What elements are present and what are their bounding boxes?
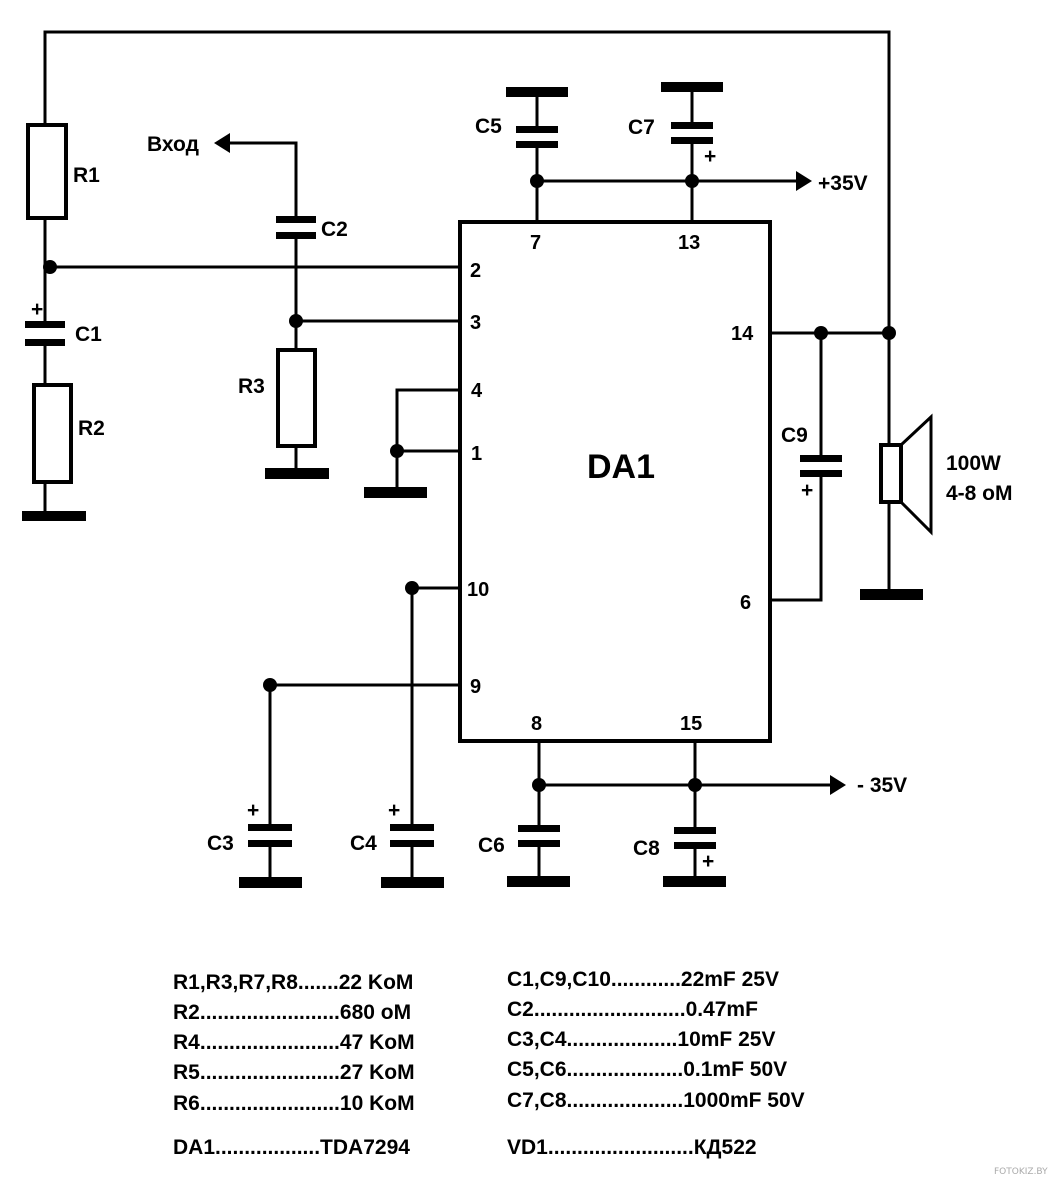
input-arrow <box>214 133 230 153</box>
pin-15: 15 <box>680 713 702 735</box>
speaker-power-label: 100W <box>946 452 1001 475</box>
label-c1: C1 <box>75 323 102 346</box>
pin-3: 3 <box>470 312 481 334</box>
bom-right-row: C2..........................0.47mF <box>507 998 758 1021</box>
capacitor-c2 <box>276 216 316 239</box>
label-c2: C2 <box>321 218 348 241</box>
label-c5: C5 <box>475 115 502 138</box>
bom-right-row: C5,C6....................0.1mF 50V <box>507 1058 787 1081</box>
bom-right-row: VD1.........................КД522 <box>507 1136 757 1159</box>
pin-7: 7 <box>530 232 541 254</box>
bom-left-row: R1,R3,R7,R8.......22 KoM <box>173 971 413 994</box>
bom-left-row: R4........................47 KoM <box>173 1031 415 1054</box>
label-c9: C9 <box>781 424 808 447</box>
input-label: Вход <box>147 133 199 156</box>
bom-left-row: R5........................27 KoM <box>173 1061 415 1084</box>
resistor-r2 <box>32 383 73 484</box>
capacitor-c9 <box>800 455 842 477</box>
junctions <box>43 174 896 792</box>
bom-right-row: C7,C8....................1000mF 50V <box>507 1089 805 1112</box>
parts-list-right: C1,C9,C10............22mF 25V C2........… <box>507 968 805 1159</box>
parts-list-left: R1,R3,R7,R8.......22 KoM R2.............… <box>173 971 415 1159</box>
bom-right-row: C1,C9,C10............22mF 25V <box>507 968 779 991</box>
plus-c1: + <box>31 298 43 321</box>
bom-right-row: C3,C4...................10mF 25V <box>507 1028 775 1051</box>
capacitor-c7 <box>671 122 713 144</box>
label-c3: C3 <box>207 832 234 855</box>
pin-2: 2 <box>470 260 481 282</box>
speaker-impedance-label: 4-8 oM <box>946 482 1013 505</box>
resistor-r1 <box>26 123 68 220</box>
bom-left-row: R2........................680 oM <box>173 1001 411 1024</box>
capacitor-c6 <box>518 825 560 847</box>
pin-8: 8 <box>531 713 542 735</box>
pin-9: 9 <box>470 676 481 698</box>
capacitor-c4 <box>390 824 434 847</box>
plus-c9: + <box>801 479 813 502</box>
label-c4: C4 <box>350 832 377 855</box>
capacitor-c5 <box>516 126 558 148</box>
positive-rail-arrow <box>796 171 812 191</box>
polarity-marks: + + + + + + <box>31 145 813 873</box>
label-r1: R1 <box>73 164 100 187</box>
pin-10: 10 <box>467 579 489 601</box>
pin-13: 13 <box>678 232 700 254</box>
plus-c4: + <box>388 799 400 822</box>
plus-c8: + <box>702 850 714 873</box>
resistor-r3 <box>276 348 317 448</box>
chip-name: DA1 <box>587 448 655 486</box>
pin-14: 14 <box>731 323 754 345</box>
negative-rail-arrow <box>830 775 846 795</box>
chip-body <box>458 220 772 743</box>
ground-symbols <box>22 82 923 888</box>
bom-left-row: R6........................10 KoM <box>173 1092 415 1115</box>
capacitor-c1 <box>25 321 65 346</box>
pin-6: 6 <box>740 592 751 614</box>
component-labels: R1 R2 R3 C1 C2 C3 C4 C5 C6 C7 C8 C9 <box>73 115 808 860</box>
speaker-icon <box>879 413 933 536</box>
positive-rail-label: +35V <box>818 172 868 195</box>
negative-rail-label: - 35V <box>857 774 907 797</box>
bom-left-row: DA1..................TDA7294 <box>173 1136 410 1159</box>
pin-numbers: 2 3 4 1 10 9 7 13 14 6 8 15 <box>467 232 754 735</box>
pin-4: 4 <box>471 380 483 402</box>
capacitor-c8 <box>674 827 716 849</box>
label-c8: C8 <box>633 837 660 860</box>
label-c7: C7 <box>628 116 655 139</box>
watermark: FOTOKIZ.BY <box>994 1167 1048 1177</box>
pin-1: 1 <box>471 443 482 465</box>
plus-c7: + <box>704 145 716 168</box>
label-c6: C6 <box>478 834 505 857</box>
label-r3: R3 <box>238 375 265 398</box>
capacitor-c3 <box>248 824 292 847</box>
plus-c3: + <box>247 799 259 822</box>
label-r2: R2 <box>78 417 105 440</box>
